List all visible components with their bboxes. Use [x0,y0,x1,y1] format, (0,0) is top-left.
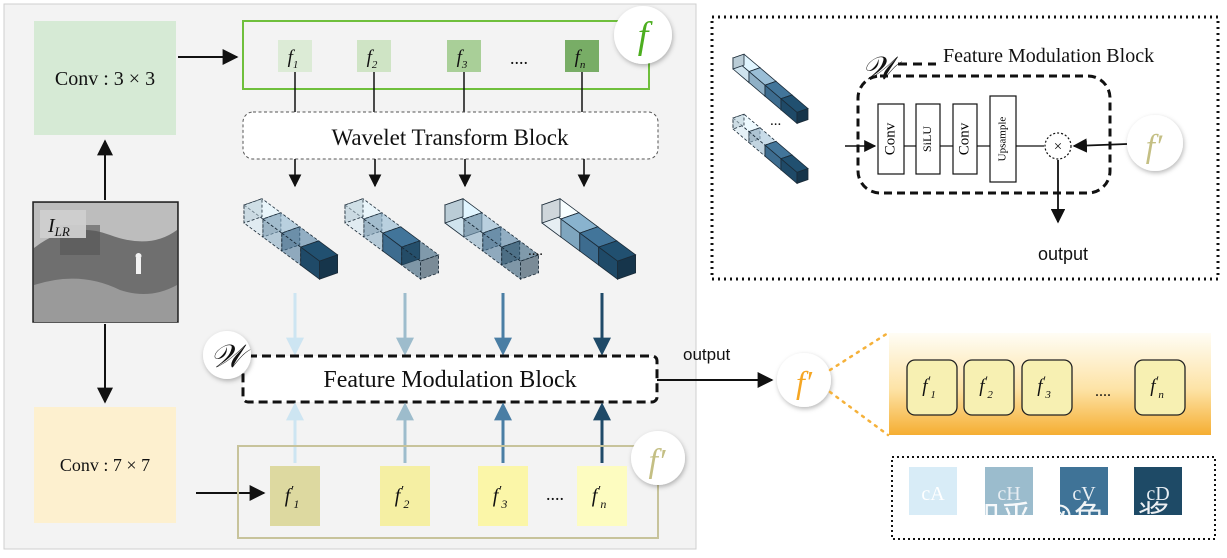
cube-ca [243,198,339,280]
bottom-feature-3: f′3 [478,466,528,526]
feature-label: f′2 [979,373,993,401]
bottom-feature-row: f′1 f′2 f′3 f′n .... f′ [237,431,685,539]
inset-cube-top [732,53,809,125]
inset-output-label: output [1038,244,1088,264]
top-feature-3: f3 [447,40,481,72]
legend-label: cA [921,483,945,505]
feature-modulation-block: Feature Modulation Block 𝒲 [203,331,659,404]
fprime-badge-inset: f′ [1146,129,1163,165]
inset-op-conv: Conv [877,103,905,175]
ilr-label: ILR [47,215,70,239]
result-feature-2: f′2 [963,359,1015,416]
result-ellipsis: .... [1095,383,1111,400]
cube-ch [344,198,440,280]
wavelet-subband-cubes [243,198,637,280]
ilr-image: ILR [32,201,179,323]
result-feature-1: f′1 [906,359,958,416]
inset-cube-bottom [732,113,809,185]
top-feature-2: f2 [357,40,391,72]
fmb-label: Feature Modulation Block [323,367,576,393]
top-feature-4: fn [565,40,599,72]
legend-cD: cD [1134,467,1182,515]
cube-cd [541,198,637,280]
feature-label: f′n [1150,373,1164,401]
fmb-output-label: output [683,345,731,364]
bottom-feature-1: f′1 [270,466,320,526]
feature-label: f′2 [395,484,410,511]
top-ellipsis: .... [510,48,528,68]
feature-label: f2 [367,47,378,71]
feature-label: fn [575,47,586,71]
inset-op-label: SiLU [920,126,934,152]
multiply-symbol: × [1054,139,1062,155]
feature-label: f1 [288,47,299,71]
bottom-feature-4: f′n [577,466,627,526]
top-feature-1: f1 [278,40,312,72]
wavelet-output-arrows [288,159,591,188]
legend-label: cV [1072,483,1096,505]
inset-op-silu: SiLU [915,103,941,175]
cube-cv [444,198,540,280]
wavelet-transform-block: Wavelet Transform Block [242,111,659,160]
legend-label: cH [997,483,1020,505]
legend-cA: cA [909,467,957,515]
legend-cV: cV [1060,467,1108,515]
feature-label: f′1 [922,373,936,401]
feature-label: f′3 [493,484,508,511]
inset-op-label: Conv [882,122,898,155]
wavelet-block-label: Wavelet Transform Block [331,125,569,150]
feature-label: f3 [457,47,468,71]
result-feature-3: f′3 [1021,359,1073,416]
result-group: f′ f′1 f′2 f′3 f′n .... [777,331,1211,437]
conv3-label: Conv : 3 × 3 [55,68,155,90]
inset-dashed-block [856,74,1112,195]
legend-cH: cH [985,467,1033,515]
bottom-ellipsis: .... [546,484,564,504]
multiply-node [1044,132,1072,160]
subband-legend: cA cH cV cD 知乎 @鱼子酱 [891,456,1216,540]
legend-label: cD [1146,483,1169,505]
inset-op-conv: Conv [952,103,978,175]
conv7-label: Conv : 7 × 7 [60,455,150,475]
bottom-feature-2: f′2 [380,466,430,526]
feature-label: f′1 [285,484,300,511]
watermark: 知乎 @鱼子酱 [968,499,1169,535]
cube-ellipsis: .... [528,243,543,259]
inset-title: Feature Modulation Block [943,45,1154,67]
inset-op-label: Upsample [997,117,1009,162]
conv7-block: Conv : 7 × 7 [34,407,176,523]
inset-op-label: Conv [956,122,972,155]
result-feature-4: f′n [1134,359,1186,416]
inset-op-upsample: Upsample [989,95,1017,183]
inset-ellipsis: ... [770,113,781,129]
conv3-block: Conv : 3 × 3 [34,21,176,135]
feature-label: f′n [592,484,607,511]
feature-label: f′3 [1037,373,1051,401]
fprime-badge-result: f′ [796,364,813,400]
fprime-badge-bottom: f′ [649,443,666,480]
feature-to-wavelet-lines [294,72,583,114]
